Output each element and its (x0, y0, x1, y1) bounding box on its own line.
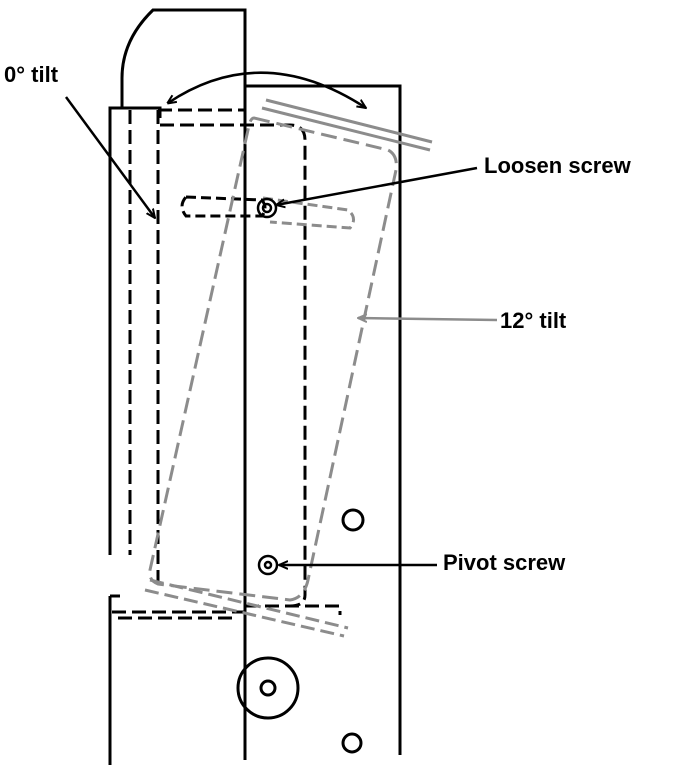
loosen-screw-label: Loosen screw (484, 153, 631, 178)
twelve-tilt-label: 12° tilt (500, 308, 567, 333)
loosen-screw-leader (276, 166, 478, 205)
loosen-screw-icon (256, 197, 278, 219)
bracket-holes (236, 508, 365, 754)
zero-tilt-leader (64, 96, 155, 218)
zero-tilt-outline (112, 108, 342, 620)
hole-lower-right (341, 732, 363, 754)
zero-tilt-label: 0° tilt (4, 62, 59, 87)
twelve-tilt-outline (144, 98, 433, 638)
pivot-screw-label: Pivot screw (443, 550, 566, 575)
boss-outer (236, 656, 300, 720)
mounting-bracket (108, 8, 402, 765)
boss-inner (259, 679, 277, 697)
pivot-screw-icon (257, 554, 279, 576)
hole-upper-right (341, 508, 365, 532)
twelve-tilt-leader (358, 318, 498, 320)
tilt-range-arc (168, 71, 366, 108)
